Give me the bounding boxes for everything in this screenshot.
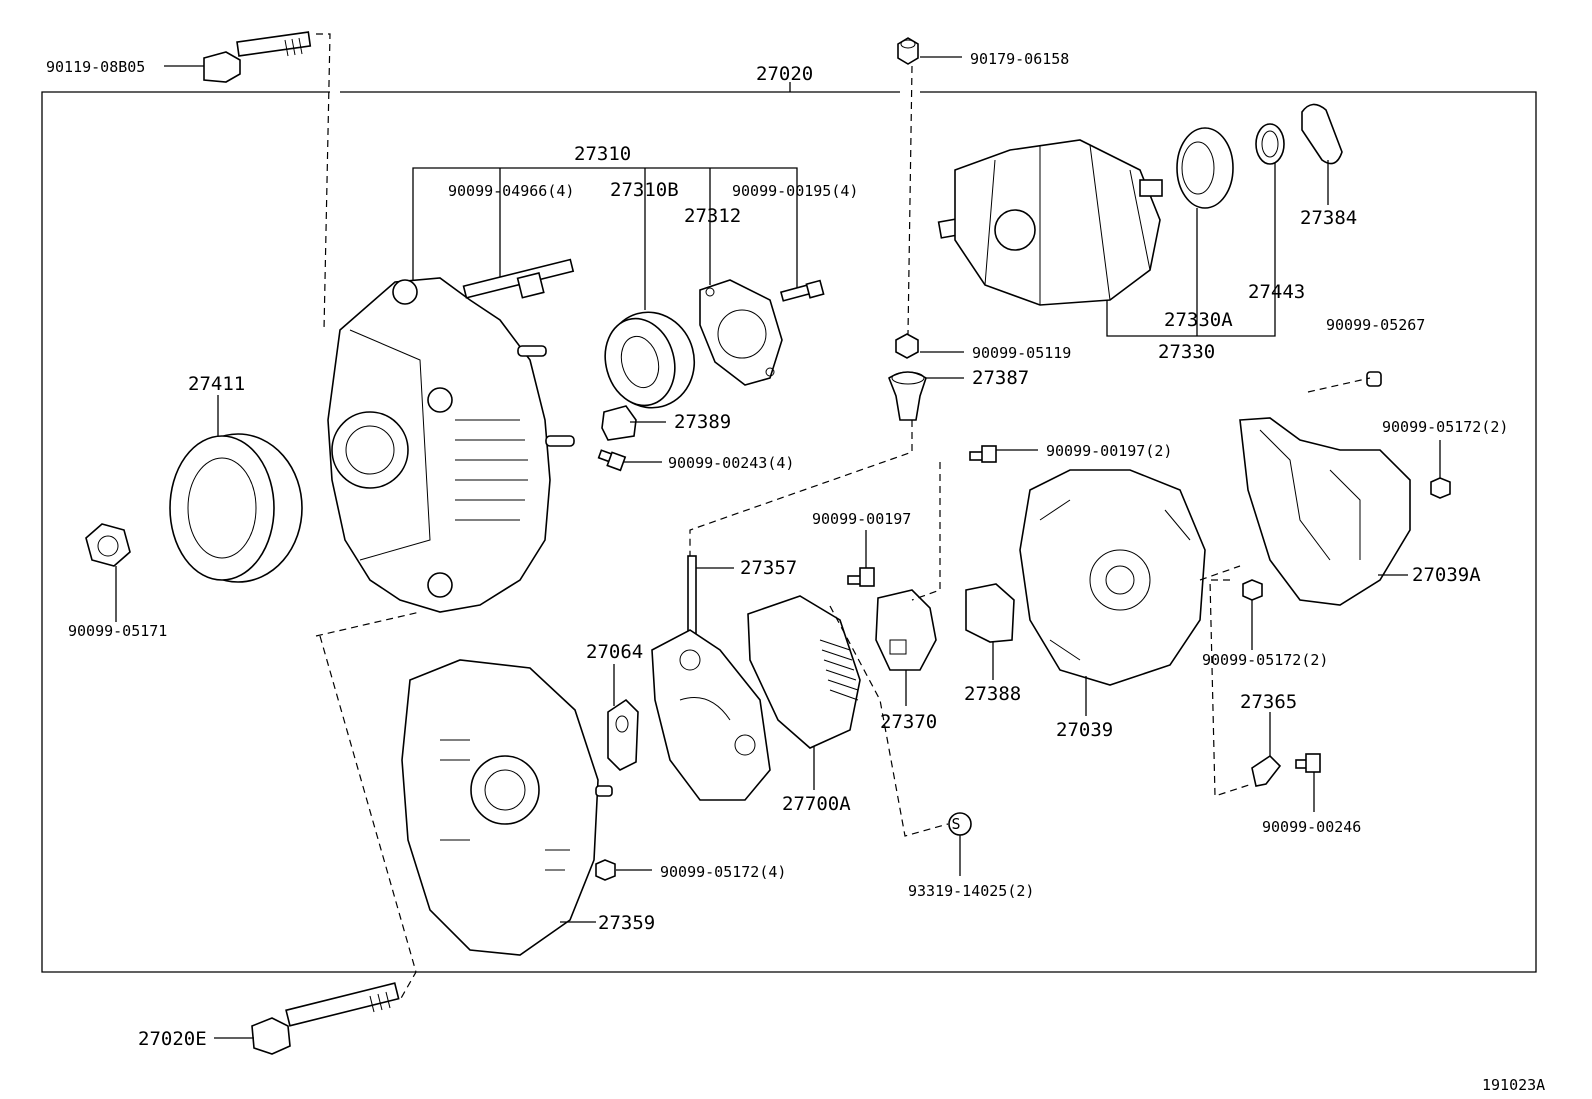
retainer-27312 — [699, 279, 783, 386]
label-27388: 27388 — [964, 683, 1021, 705]
bearing-27330 — [1176, 127, 1234, 209]
label-27020e: 27020E — [138, 1028, 207, 1050]
label-90099-00197-pair: 90099-00197(2) — [1046, 442, 1172, 460]
alignment-lines — [315, 33, 1371, 1001]
stud-90099-04966 — [462, 258, 575, 299]
rotor-27330a — [937, 139, 1163, 306]
label-27389: 27389 — [674, 411, 731, 433]
cap-27389 — [601, 405, 637, 441]
nut-90179-06158 — [897, 37, 919, 65]
label-90099-04966: 90099-04966(4) — [448, 182, 574, 200]
diagram-id: 191023A — [1482, 1076, 1545, 1094]
insulator-27387 — [888, 371, 927, 421]
screw-90099-00246 — [1295, 753, 1321, 773]
terminal-insulator-27388 — [965, 583, 1015, 643]
brush-holder-27370 — [875, 589, 937, 671]
label-27064: 27064 — [586, 641, 643, 663]
nut-90099-05119 — [895, 333, 919, 359]
nut-90099-05172-quad — [595, 859, 616, 881]
rear-end-frame-27359 — [401, 659, 613, 956]
label-27330: 27330 — [1158, 341, 1215, 363]
bolt-27020e — [251, 982, 400, 1055]
pulley-27411 — [169, 433, 303, 583]
label-27020: 27020 — [756, 63, 813, 85]
label-supply-mark: S — [951, 815, 960, 833]
screw-90099-00195 — [779, 279, 825, 302]
label-90099-05171: 90099-05171 — [68, 622, 167, 640]
label-90099-00246: 90099-00246 — [1262, 818, 1361, 836]
ring-27443 — [1255, 123, 1285, 165]
nut-90099-05267 — [1366, 371, 1382, 387]
terminal-27365 — [1251, 754, 1282, 787]
label-90119-08b05: 90119-08B05 — [46, 58, 145, 76]
label-27310b: 27310B — [610, 179, 679, 201]
label-27365: 27365 — [1240, 691, 1297, 713]
label-27411: 27411 — [188, 373, 245, 395]
bearing-27310b — [604, 311, 696, 409]
bracket-27330 — [1106, 160, 1276, 337]
label-90179-06158: 90179-06158 — [970, 50, 1069, 68]
nut-90099-05172-upper — [1430, 477, 1451, 499]
leader-lines — [115, 56, 1441, 1039]
drive-end-frame — [327, 277, 575, 613]
label-27359: 27359 — [598, 912, 655, 934]
label-90099-05172-quad: 90099-05172(4) — [660, 863, 786, 881]
rectifier-27357 — [651, 555, 771, 801]
insulator-27064 — [607, 698, 639, 771]
cover-27384 — [1301, 103, 1343, 165]
label-90099-00195: 90099-00195(4) — [732, 182, 858, 200]
screw-90099-00197 — [847, 567, 875, 587]
label-27039: 27039 — [1056, 719, 1113, 741]
rectifier-end-frame-27039 — [1019, 469, 1206, 686]
label-90099-05172-lower: 90099-05172(2) — [1202, 651, 1328, 669]
rear-cover-27039a — [1239, 417, 1411, 606]
label-27312: 27312 — [684, 205, 741, 227]
label-27387: 27387 — [972, 367, 1029, 389]
nut-90099-05172-lower — [1242, 579, 1263, 601]
part-labels: 90119-08B05 27020 90179-06158 27310 9009… — [46, 50, 1545, 1094]
label-27330a: 27330A — [1164, 309, 1233, 331]
label-27310: 27310 — [574, 143, 631, 165]
label-27039a: 27039A — [1412, 564, 1481, 586]
label-90099-05267: 90099-05267 — [1326, 316, 1425, 334]
bolt-90119-08b05 — [203, 31, 312, 83]
label-90099-00197: 90099-00197 — [812, 510, 911, 528]
screw-90099-00243 — [597, 449, 627, 472]
label-90099-00243: 90099-00243(4) — [668, 454, 794, 472]
label-27384: 27384 — [1300, 207, 1357, 229]
label-27370: 27370 — [880, 711, 937, 733]
label-27443: 27443 — [1248, 281, 1305, 303]
nut-90099-05171 — [85, 523, 131, 567]
label-93319-14025: 93319-14025(2) — [908, 882, 1034, 900]
bracket-27310 — [412, 167, 798, 310]
label-27357: 27357 — [740, 557, 797, 579]
screw-90099-00197-pair — [969, 445, 997, 463]
label-90099-05119: 90099-05119 — [972, 344, 1071, 362]
regulator-27700a — [747, 595, 861, 749]
label-90099-05172-upper: 90099-05172(2) — [1382, 418, 1508, 436]
assembly-frame — [41, 91, 1537, 973]
label-27700a: 27700A — [782, 793, 851, 815]
